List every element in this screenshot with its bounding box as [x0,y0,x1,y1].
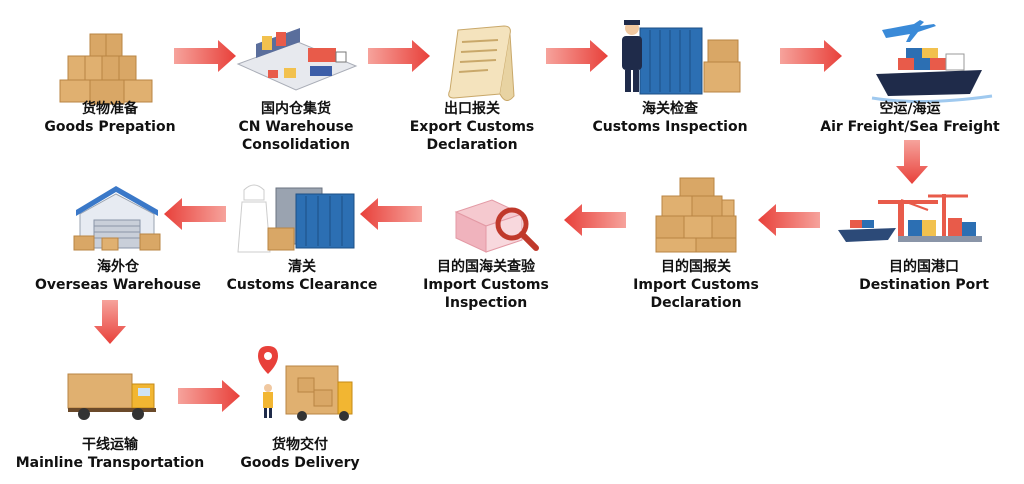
arrow-right-2 [368,40,430,72]
step-title-zh: 海关检查 [642,101,698,117]
arrow-down-2 [94,300,126,344]
step-title-en: Consolidation [242,137,350,153]
step-title-zh: 清关 [288,259,316,275]
step-title-en: Goods Delivery [240,455,360,471]
boxes-stack-icon [59,33,153,105]
arrow-down-1 [896,140,928,184]
officer-container-icon [622,20,741,95]
document-scroll-icon [448,25,515,101]
step-title-en: Import Customs [423,277,549,293]
step-title-zh: 干线运输 [82,437,138,453]
box-stack-declaration-icon [655,177,737,253]
arrow-left-2 [564,204,626,236]
step-title-zh: 目的国港口 [889,259,959,275]
arrow-right-4 [780,40,842,72]
step-label-4: 海关检查 Customs Inspection [560,100,780,136]
plane-ship-icon [871,20,993,104]
step-title-en: Declaration [426,137,518,153]
warehouse-trucks-icon [236,28,358,91]
step-title-zh: 货物准备 [82,101,138,117]
step-label-12: 货物交付 Goods Delivery [190,436,410,472]
step-title-en: Declaration [650,295,742,311]
step-title-zh: 海外仓 [97,259,139,275]
step-title-en: CN Warehouse [238,119,354,135]
delivery-truck-icon [67,373,156,420]
step-title-zh: 目的国报关 [661,259,731,275]
step-label-1: 货物准备 Goods Prepation [0,100,220,136]
step-title-zh: 空运/海运 [879,101,941,117]
step-title-en: Mainline Transportation [15,455,205,471]
step-title-en: Customs Inspection [592,119,748,135]
step-label-10: 海外仓 Overseas Warehouse [8,258,228,294]
arrow-right-3 [546,40,608,72]
step-title-en: Overseas Warehouse [34,277,202,293]
arrow-right-5 [178,380,240,412]
step-title-en: Inspection [444,295,528,311]
step-title-en: Customs Clearance [226,277,378,293]
overseas-warehouse-icon [73,186,161,251]
step-title-zh: 货物交付 [272,437,328,453]
step-title-en: Destination Port [859,277,989,293]
step-label-11: 干线运输 Mainline Transportation [0,436,220,472]
arrow-left-3 [360,198,422,230]
step-title-zh: 国内仓集货 [261,101,331,117]
step-label-5: 空运/海运 Air Freight/Sea Freight [800,100,1020,136]
port-crane-ship-icon [838,194,982,242]
inspector-container-icon [237,184,355,253]
step-title-zh: 出口报关 [444,101,500,117]
step-title-zh: 目的国海关查验 [437,259,535,275]
arrow-left-4 [164,198,226,230]
box-magnifier-icon [454,199,539,253]
step-label-6: 目的国港口 Destination Port [814,258,1024,294]
step-title-en: Import Customs [633,277,759,293]
arrow-right-1 [174,40,236,72]
delivery-pin-truck-icon [258,346,353,421]
arrow-left-1 [758,204,820,236]
step-label-9: 清关 Customs Clearance [192,258,412,294]
step-title-en: Goods Prepation [44,119,176,135]
step-title-en: Export Customs [409,119,535,135]
step-title-en: Air Freight/Sea Freight [820,119,1000,135]
